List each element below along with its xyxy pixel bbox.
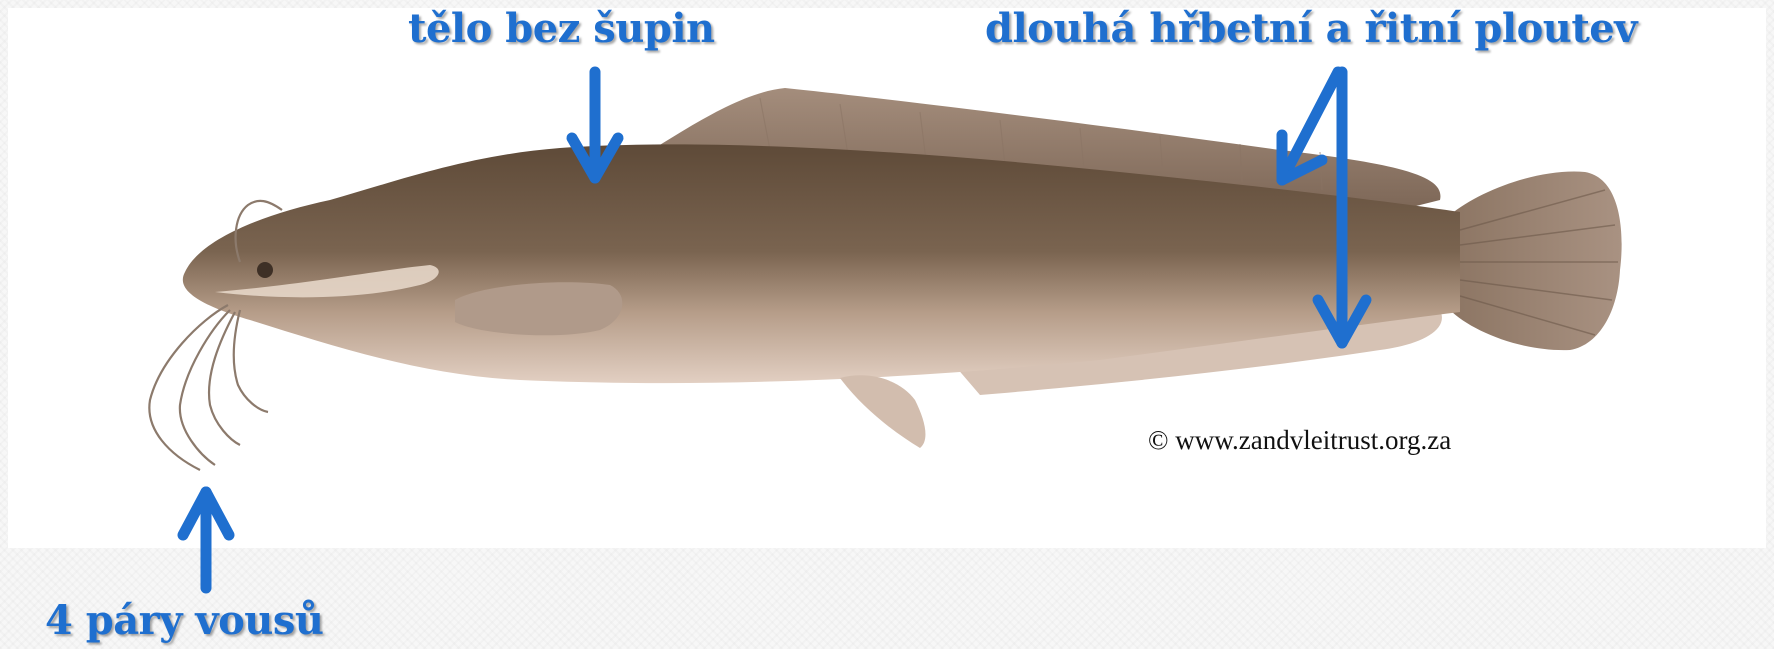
label-barbels: 4 páry vousů [45,598,324,644]
tail-fin [1450,172,1622,351]
arrow-barbels [183,492,229,588]
label-body-no-scales: tělo bez šupin [408,6,715,52]
eye [257,262,273,278]
label-long-fins: dlouhá hřbetní a řitní ploutev [985,6,1637,52]
image-credit: © www.zandvleitrust.org.za [1148,425,1451,456]
pelvic-fin [840,375,925,448]
